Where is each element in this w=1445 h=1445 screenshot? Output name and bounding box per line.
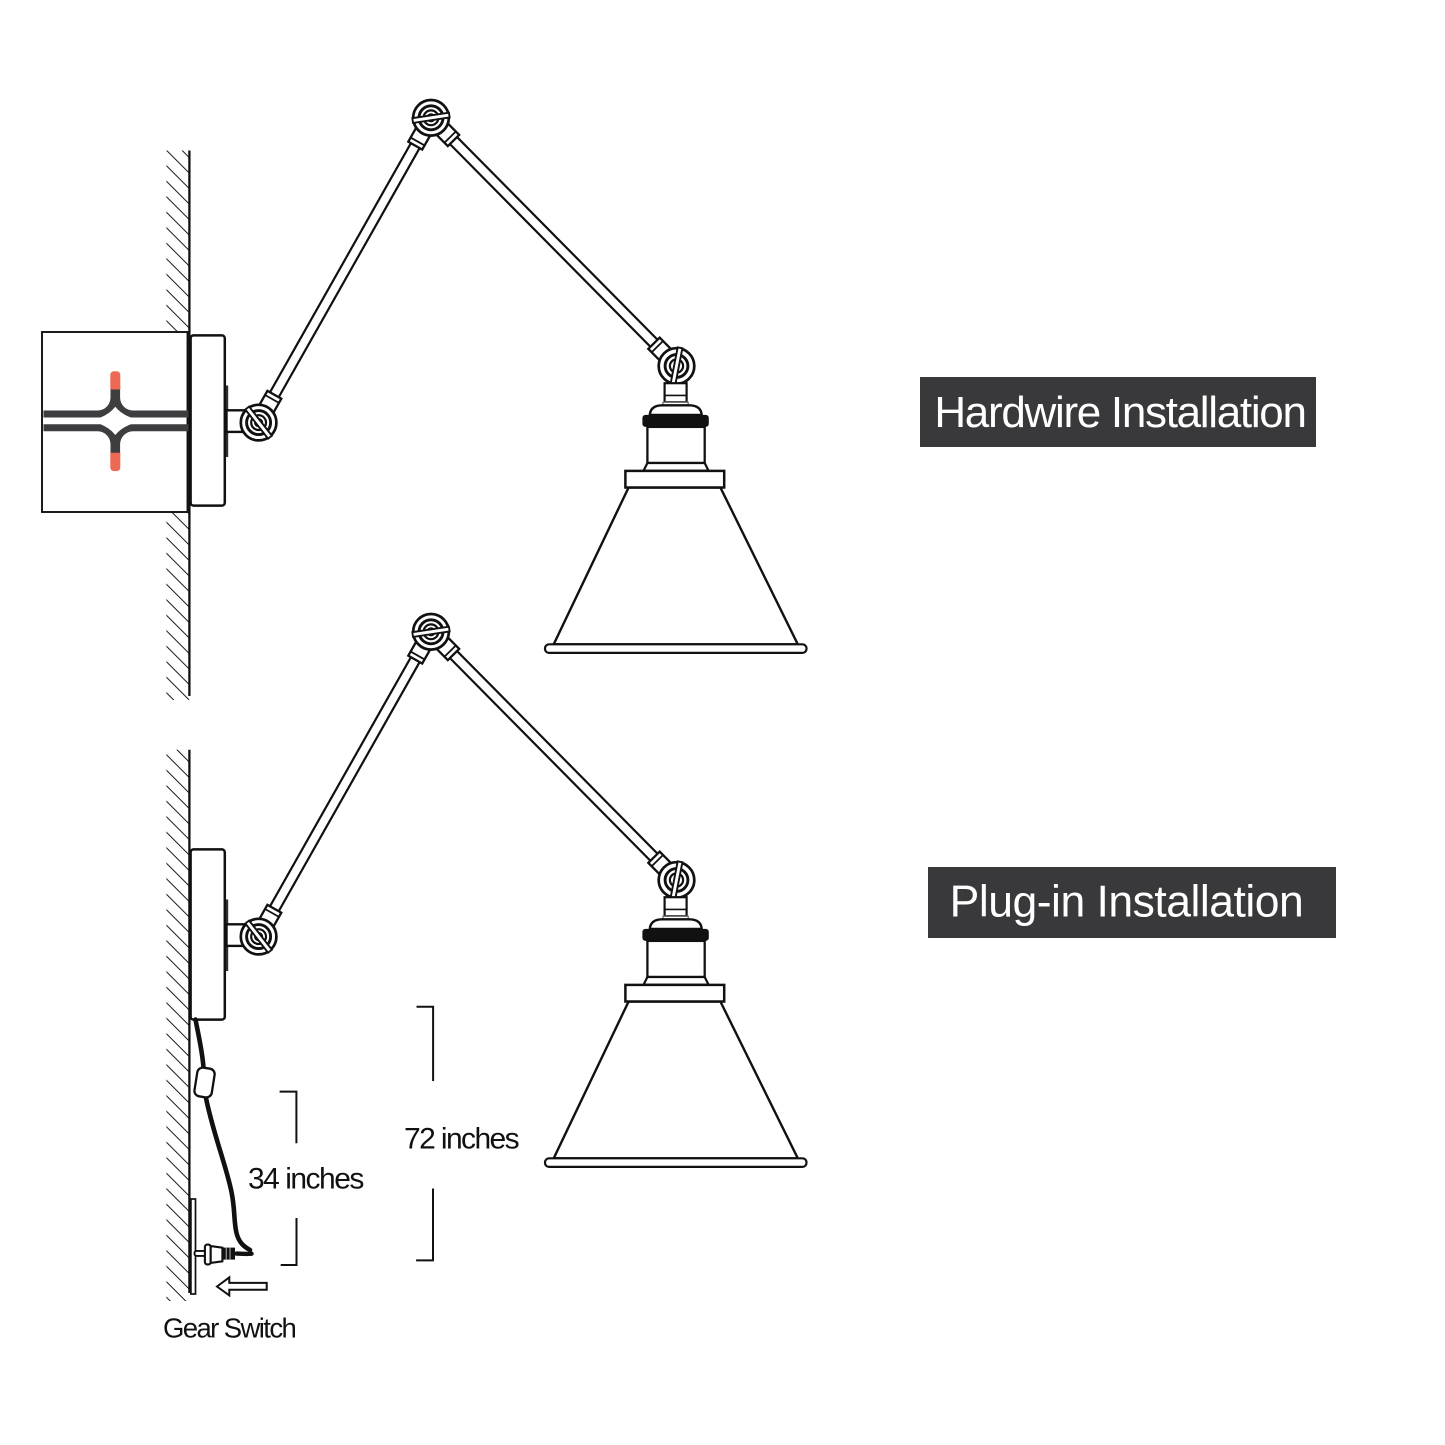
svg-text:Hardwire Installation: Hardwire Installation bbox=[934, 388, 1305, 437]
svg-text:Gear Switch: Gear Switch bbox=[163, 1313, 295, 1344]
svg-text:Plug-in Installation: Plug-in Installation bbox=[950, 878, 1304, 927]
svg-text:34 inches: 34 inches bbox=[248, 1163, 363, 1196]
svg-text:72 inches: 72 inches bbox=[404, 1123, 519, 1156]
